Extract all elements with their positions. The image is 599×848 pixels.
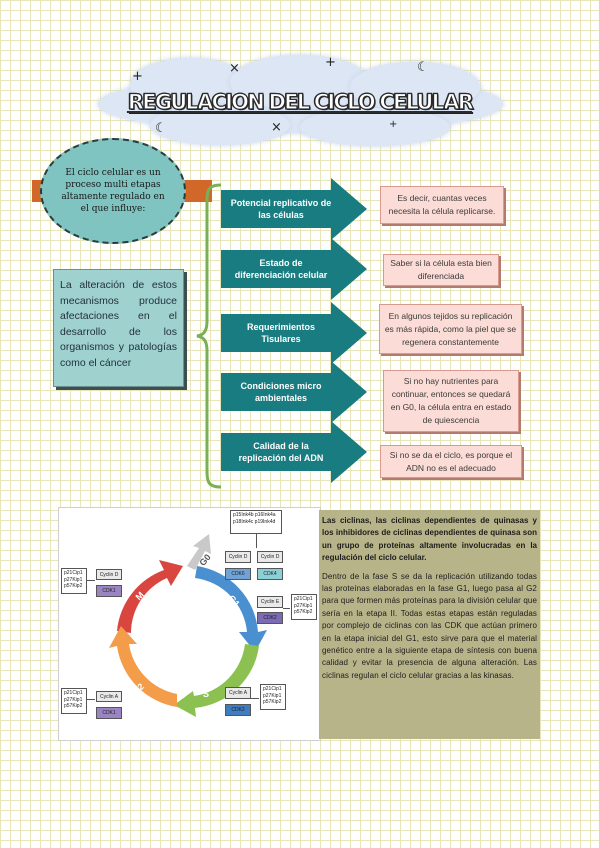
intro-oval: El ciclo celular es un proceso multi eta…	[40, 138, 186, 244]
factor-arrow-1: Potencial replicativo de las células	[221, 178, 367, 240]
cycle-arrows	[109, 534, 267, 717]
connector-line	[87, 699, 95, 700]
cdk1-bottom: CDK1	[96, 707, 122, 719]
cyclin-d-left: Cyclin D	[96, 569, 122, 580]
factor-note-1: Es decir, cuantas veces necesita la célu…	[380, 186, 504, 224]
connector-line	[256, 534, 257, 548]
cyclin-a-right: Cyclin A	[225, 687, 251, 699]
cdk2-mid: CDK2	[257, 612, 283, 624]
cell-cycle-diagram: G0 G1 S G2 M p15Ink4b p16Ink4a p18Ink4c …	[58, 507, 321, 741]
factor-label: Estado de diferenciación celular	[234, 258, 328, 280]
cyclin-d-top: Cyclin D	[225, 551, 251, 563]
sparkle-icon: ×	[271, 120, 282, 135]
factor-label: Calidad de la replicación del ADN	[238, 441, 324, 463]
cyclin-a-left: Cyclin A	[96, 691, 122, 702]
sparkle-icon: ×	[229, 61, 240, 76]
cyclin-text-block: Las ciclinas, las ciclinas dependientes …	[319, 510, 540, 739]
moon-icon: ☾	[406, 96, 415, 107]
factor-label: Condiciones micro ambientales	[240, 381, 322, 403]
factor-note-4: Si no hay nutrientes para continuar, ent…	[383, 370, 519, 432]
page-title: REGULACION DEL CICLO CELULAR	[127, 89, 474, 114]
cyclin-e-box: Cyclin E	[257, 596, 283, 608]
factor-label: Potencial replicativo de las células	[230, 198, 332, 220]
factor-note-3: En algunos tejidos su replicación es más…	[379, 304, 522, 354]
phase-label-s: S	[203, 689, 210, 699]
inhibitor-box-left-top: p21Cip1 p27Kip1 p57Kip2	[61, 568, 87, 594]
factor-label: Requerimientos Tisulares	[246, 322, 315, 344]
cdk2-bottom: CDK2	[225, 704, 251, 716]
moon-icon: ☾	[155, 121, 167, 136]
factor-arrow-5: Calidad de la replicación del ADN	[221, 421, 367, 483]
sparkle-icon: +	[389, 119, 398, 130]
curly-brace	[196, 183, 222, 489]
factor-arrow-2: Estado de diferenciación celular	[221, 238, 367, 300]
connector-line	[87, 580, 95, 581]
cdk1-left: CDK1	[96, 585, 122, 597]
inhibitor-box-right-bottom: p21Cip1 p27Kip1 p57Kip2	[260, 684, 286, 710]
factor-note-2: Saber si la célula esta bien diferenciad…	[383, 254, 499, 286]
inhibitor-box-left-bottom: p21Cip1 p27Kip1 p57Kip2	[61, 688, 87, 714]
cyclin-detail-paragraph: Dentro de la fase S se da la replicación…	[322, 571, 537, 680]
factor-arrow-4: Condiciones micro ambientales	[221, 361, 367, 423]
connector-line	[283, 608, 290, 609]
connector-line	[251, 698, 259, 699]
inhibitor-box-right-mid: p21Cip1 p27Kip1 p57Kip2	[291, 594, 317, 620]
factor-note-5: Si no se da el ciclo, es porque el ADN n…	[380, 445, 522, 478]
moon-icon: ☾	[417, 60, 429, 75]
inhibitor-box-top: p15Ink4b p16Ink4a p18Ink4c p19Ink4d	[230, 510, 282, 534]
cyclin-intro-paragraph: Las ciclinas, las ciclinas dependientes …	[322, 516, 537, 563]
factor-arrow-3: Requerimientos Tisulares	[221, 302, 367, 364]
alteration-box: La alteración de estos mecanismos produc…	[53, 269, 184, 387]
sparkle-icon: +	[325, 55, 336, 70]
cyclin-d-top2: Cyclin D	[257, 551, 283, 563]
cdk4-box: CDK4	[257, 568, 283, 580]
intro-text: El ciclo celular es un proceso multi eta…	[61, 168, 165, 214]
sparkle-icon: +	[132, 69, 143, 84]
cdk6-box: CDK6	[225, 568, 251, 580]
